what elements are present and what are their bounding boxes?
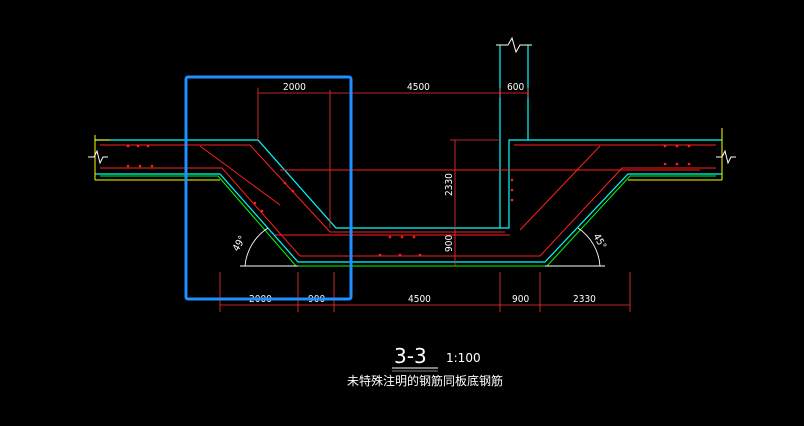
drawing-note: 未特殊注明的钢筋同板底钢筋 bbox=[347, 373, 503, 388]
rebar-dots bbox=[126, 144, 691, 257]
dim-bottom-3: 4500 bbox=[408, 294, 431, 305]
dimension-lines bbox=[219, 88, 631, 312]
rebar-red bbox=[100, 144, 716, 257]
dim-vertical-depth: 2330 bbox=[444, 173, 455, 196]
right-angle-arc bbox=[577, 227, 601, 267]
dim-top-bottom: 4500 bbox=[407, 82, 430, 93]
yellow-lines bbox=[94, 128, 723, 181]
section-title: 3-3 bbox=[394, 344, 427, 368]
angle-left-label: 49° bbox=[231, 234, 249, 253]
left-angle-arc bbox=[244, 227, 269, 267]
concrete-outline bbox=[95, 45, 722, 263]
rebar-green bbox=[100, 175, 716, 267]
dim-top-wall: 600 bbox=[507, 82, 524, 93]
break-marks bbox=[88, 36, 736, 165]
pit-bottom bbox=[298, 173, 722, 263]
highlight-box bbox=[184, 75, 353, 301]
left-slab-bottom bbox=[95, 173, 299, 263]
dim-bottom-4: 900 bbox=[512, 294, 529, 305]
top-surface-left bbox=[95, 139, 500, 229]
angle-arcs bbox=[240, 227, 605, 267]
dim-bottom-5: 2330 bbox=[573, 294, 596, 305]
angle-right-label: 45° bbox=[590, 232, 608, 251]
scale-label: 1:100 bbox=[446, 351, 481, 365]
dim-vertical-small: 900 bbox=[444, 235, 455, 252]
wall-outline bbox=[500, 139, 722, 229]
dim-top-left-slope: 2000 bbox=[283, 82, 306, 93]
